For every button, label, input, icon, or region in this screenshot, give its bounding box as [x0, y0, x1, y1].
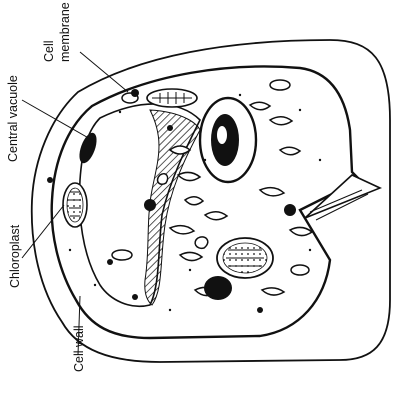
- label-chloroplast: Chloroplast: [8, 225, 22, 288]
- label-cell-wall: Cell wall: [72, 325, 86, 372]
- label-cell-membrane-line1: Cell: [42, 40, 56, 62]
- chloroplast-left: [63, 183, 87, 227]
- chloroplast-bottom-right: [217, 238, 273, 278]
- nucleus: [200, 98, 256, 182]
- chloroplast-top: [147, 89, 197, 107]
- label-central-vacuole: Central vacuole: [6, 75, 20, 162]
- label-cell-membrane-line2: membrane: [58, 2, 72, 62]
